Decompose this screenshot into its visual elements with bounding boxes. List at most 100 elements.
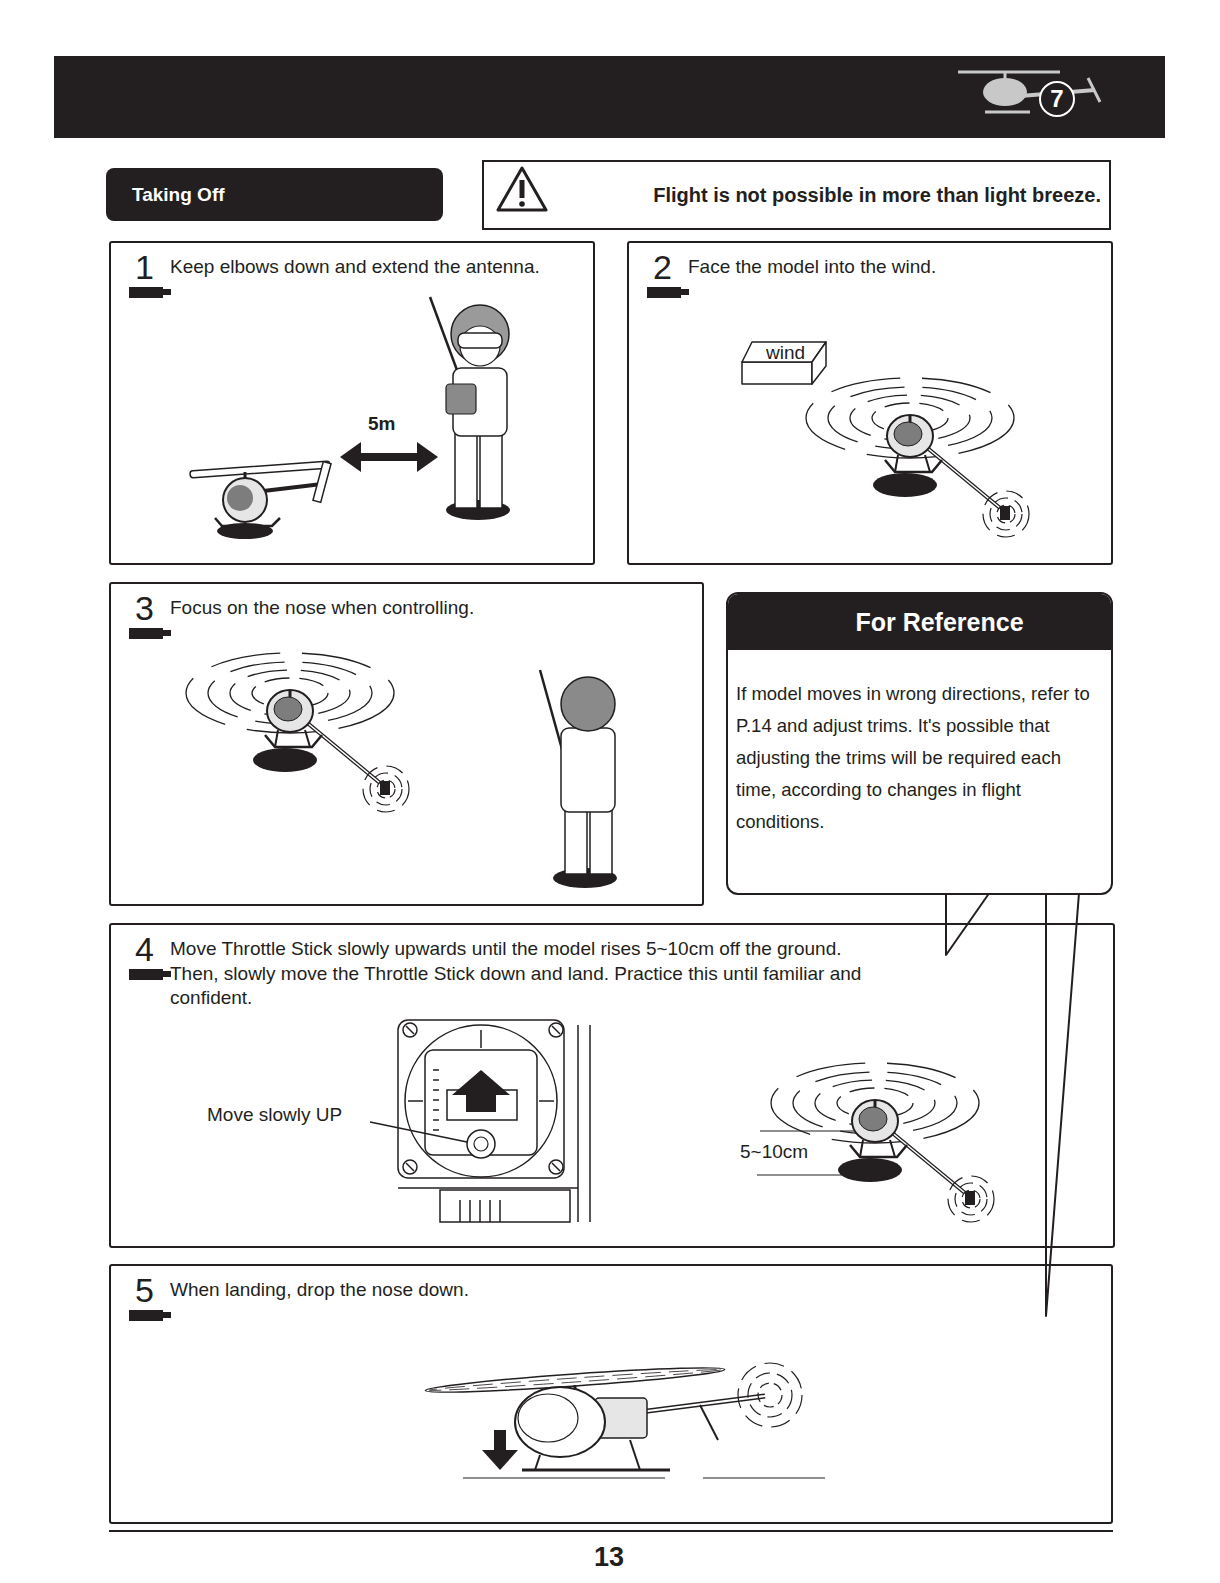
transmitter-stick [577, 1025, 579, 1222]
step-text: When landing, drop the nose down. [170, 1278, 890, 1303]
height-lines [760, 1130, 855, 1131]
transmitter-stick [408, 1100, 423, 1102]
wind-label: wind [766, 342, 805, 364]
step-panel: 1Keep elbows down and extend the antenna… [109, 241, 595, 565]
wind-label: wind [766, 342, 805, 364]
warning-text: Flight is not possible in more than ligh… [653, 183, 1101, 207]
height-lines [757, 1174, 842, 1175]
transmitter-stick [460, 1200, 500, 1222]
warning-icon [498, 168, 546, 210]
parked-helicopter [190, 461, 330, 478]
throttle-arrow [467, 1130, 495, 1158]
throttle-arrow [452, 1070, 510, 1158]
distance-arrow [340, 442, 438, 472]
page-section-number: 7 [1050, 86, 1063, 112]
step-number-tabs [163, 971, 171, 977]
pilot-figure [455, 432, 477, 508]
page-number: 13 [594, 1542, 624, 1572]
header-helicopter-icon [1088, 78, 1100, 102]
page-section-number: 7 [1050, 86, 1063, 112]
pilot-figure [480, 432, 502, 508]
transmitter-stick [480, 1030, 482, 1048]
transmitter-stick [440, 1190, 570, 1222]
landing-helicopter [738, 1363, 802, 1427]
pilot-back-figure [590, 808, 612, 874]
section-heading: Taking Off [132, 183, 225, 207]
step-text: Face the model into the wind. [688, 255, 1068, 280]
pilot-back-figure [561, 728, 615, 812]
transmitter-stick [398, 1187, 578, 1189]
reference-heading: For Reference [728, 594, 1111, 650]
step-text: Move Throttle Stick slowly upwards until… [170, 937, 890, 1011]
step-text: Focus on the nose when controlling. [170, 596, 650, 621]
step-text: Keep elbows down and extend the antenna. [170, 255, 550, 280]
landing-helicopter [518, 1394, 578, 1442]
footer-rule [109, 1531, 1113, 1532]
hovering-helicopter [186, 653, 409, 812]
hovering-helicopter [806, 378, 1029, 537]
parked-helicopter [215, 518, 280, 526]
step-number-tabs [129, 628, 163, 639]
step-number: 4 [111, 931, 170, 967]
pilot-figure [446, 384, 476, 414]
step-number-tabs [647, 287, 681, 298]
distance-arrow [352, 453, 426, 461]
landing-helicopter [515, 1387, 605, 1457]
parked-helicopter [313, 462, 331, 503]
header-helicopter-icon [1040, 82, 1074, 116]
step-panel: 2Face the model into the wind. [627, 241, 1113, 565]
step-number-tabs [129, 287, 163, 298]
pilot-back-figure [540, 670, 617, 888]
header-helicopter-icon [983, 78, 1027, 106]
section-tab: Taking Off [106, 168, 443, 221]
leader-label: Move slowly UP [207, 1104, 342, 1126]
step-number: 5 [111, 1272, 170, 1308]
landing-helicopter [522, 1469, 670, 1472]
landing-helicopter [700, 1405, 718, 1440]
parked-helicopter [227, 485, 253, 511]
landing-helicopter [630, 1440, 640, 1470]
throttle-arrow [452, 1070, 510, 1112]
step-number: 3 [111, 590, 170, 626]
down-arrow [482, 1450, 518, 1470]
pilot-back-figure [565, 808, 587, 874]
step-number-tabs [129, 287, 689, 1321]
landing-helicopter [463, 1477, 665, 1478]
wind-box [742, 362, 812, 384]
step-number-tabs [129, 1310, 163, 1321]
pilot-figure [430, 297, 510, 520]
transmitter-stick [370, 1020, 590, 1222]
landing-helicopter [703, 1477, 825, 1478]
step-number-tabs [129, 969, 163, 980]
distance-arrow [417, 442, 438, 472]
pilot-back-figure [561, 677, 615, 731]
transmitter-stick [406, 1026, 560, 1171]
step-panel: 4Move Throttle Stick slowly upwards unti… [109, 923, 1115, 1248]
step-number-tabs [163, 1312, 171, 1318]
warning-icon [520, 180, 525, 198]
step-number-tabs [163, 289, 171, 295]
distance-label: 5m [368, 413, 395, 435]
reference-text: If model moves in wrong directions, refe… [728, 650, 1111, 838]
throttle-arrow [474, 1137, 488, 1151]
step-number-tabs [681, 289, 689, 295]
reference-pointer [946, 892, 1079, 1316]
warning-box: Flight is not possible in more than ligh… [482, 160, 1111, 230]
distance-arrow [340, 442, 361, 472]
parked-helicopter [190, 461, 331, 539]
step-panel: 5When landing, drop the nose down. [109, 1264, 1113, 1524]
parked-helicopter [223, 478, 267, 522]
down-arrow [482, 1430, 518, 1470]
leader-label: Move slowly UP [207, 1104, 342, 1126]
down-arrow [494, 1430, 506, 1450]
transmitter-stick [405, 1025, 557, 1177]
reference-box: For ReferenceIf model moves in wrong dir… [726, 592, 1113, 895]
step-panel: 3Focus on the nose when controlling. [109, 582, 704, 906]
transmitter-stick [433, 1070, 439, 1130]
transmitter-stick [398, 1020, 564, 1178]
landing-helicopter [748, 1373, 792, 1417]
reference-pointer [1046, 893, 1079, 1316]
landing-helicopter [758, 1383, 782, 1407]
height-label: 5~10cm [740, 1141, 808, 1163]
